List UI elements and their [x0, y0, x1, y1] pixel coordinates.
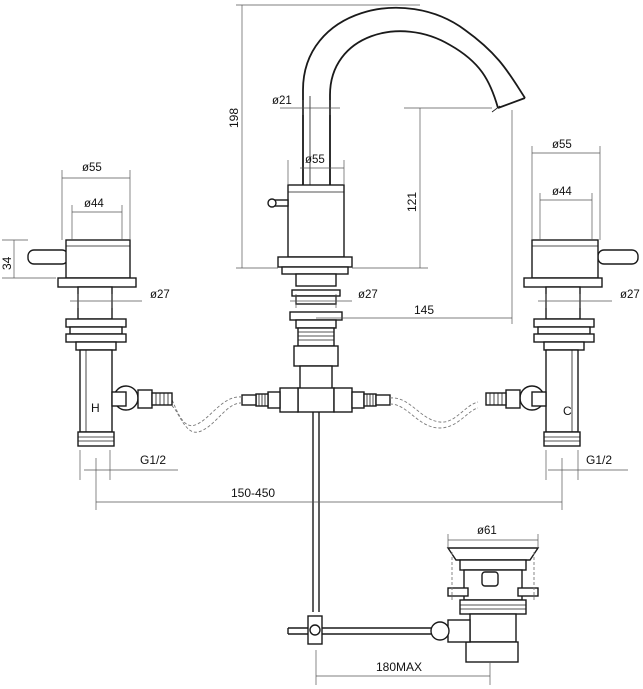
dim-left-inner: ø44 [84, 198, 104, 210]
dim-spread: 150-450 [231, 486, 275, 500]
dimension-lines [2, 4, 628, 685]
dim-right-inner: ø44 [552, 186, 572, 198]
dim-198: 198 [227, 108, 241, 128]
dim-145: 145 [414, 303, 434, 317]
dim-right-stem: ø27 [620, 289, 640, 301]
dim-34: 34 [0, 256, 14, 270]
dim-body: ø55 [305, 154, 325, 166]
flexible-hoses [171, 396, 479, 433]
right-cold-valve [485, 239, 639, 447]
right-lever [597, 249, 639, 265]
dim-121: 121 [405, 192, 419, 212]
popup-waste-assembly [287, 547, 540, 663]
cold-label: C [563, 404, 572, 418]
dim-left-thread: G1/2 [140, 453, 166, 467]
dim-left-handle: ø55 [82, 162, 102, 174]
right-valve-body [545, 349, 579, 433]
spout-tee-body [297, 387, 335, 413]
dim-right-handle: ø55 [552, 139, 572, 151]
spout-assembly [267, 6, 526, 612]
dim-center-stem: ø27 [358, 289, 378, 301]
dim-left-stem: ø27 [150, 289, 170, 301]
hot-label: H [91, 401, 100, 415]
left-valve-body [79, 349, 113, 433]
waste-cap [446, 547, 540, 561]
spout-body [287, 184, 345, 258]
dim-right-thread: G1/2 [586, 453, 612, 467]
dimension-labels: 198 ø21 ø55 121 ø55 ø44 34 ø27 ø27 145 ø… [0, 95, 640, 674]
dim-pullrod: 180MAX [376, 660, 422, 674]
spout-base-flange [277, 256, 353, 268]
center-hose-connectors [241, 387, 391, 413]
dim-spout-tube: ø21 [272, 95, 292, 107]
left-hot-valve [27, 239, 173, 447]
left-lever [27, 249, 69, 265]
dim-waste: ø61 [477, 525, 497, 537]
